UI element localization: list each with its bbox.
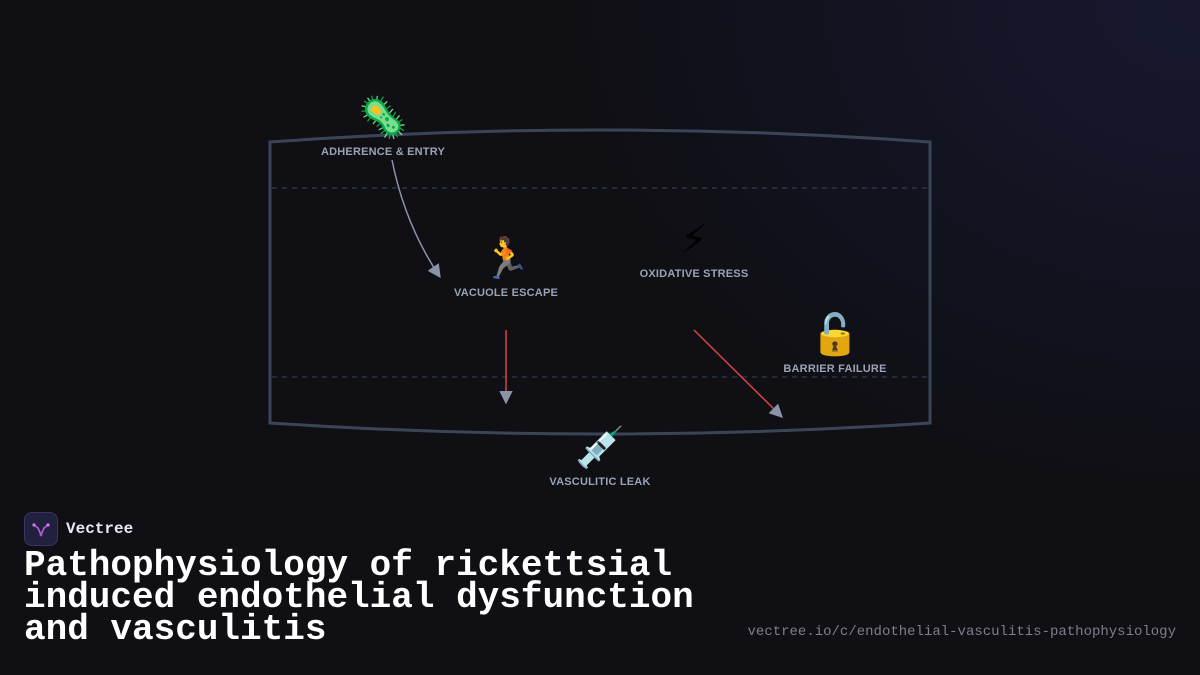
node-label: ADHERENCE & ENTRY xyxy=(320,146,446,158)
running-person-icon: 🏃 xyxy=(481,237,531,281)
edge-oxidative-to-barrier xyxy=(693,329,783,418)
node-label: VASCULITIC LEAK xyxy=(549,476,651,488)
node-label: OXIDATIVE STRESS xyxy=(639,268,749,280)
node-label: BARRIER FAILURE xyxy=(783,363,887,375)
source-url[interactable]: vectree.io/c/endothelial-vasculitis-path… xyxy=(747,624,1176,640)
microbe-icon: 🦠 xyxy=(358,96,408,140)
node-adherence-entry: 🦠 ADHERENCE & ENTRY xyxy=(321,94,445,158)
page-title: Pathophysiology of rickettsial induced e… xyxy=(24,545,694,650)
vectree-logo-icon xyxy=(24,512,58,546)
node-label: VACUOLE ESCAPE xyxy=(453,287,559,299)
vessel-wall-outline xyxy=(268,128,932,436)
node-vacuole-escape: 🏃 VACUOLE ESCAPE xyxy=(454,235,558,299)
syringe-icon: 💉 xyxy=(575,426,625,470)
brand-name: Vectree xyxy=(66,520,134,538)
brand-lockup: Vectree xyxy=(24,512,133,546)
lightning-icon: ⚡ xyxy=(679,218,709,262)
node-vasculitic-leak: 💉 VASCULITIC LEAK xyxy=(549,424,650,488)
node-oxidative-stress: ⚡ OXIDATIVE STRESS xyxy=(640,216,749,280)
node-barrier-failure: 🔓 BARRIER FAILURE xyxy=(783,311,886,375)
unlocked-padlock-icon: 🔓 xyxy=(810,313,860,357)
edge-adherence-to-vacuole xyxy=(391,159,441,279)
